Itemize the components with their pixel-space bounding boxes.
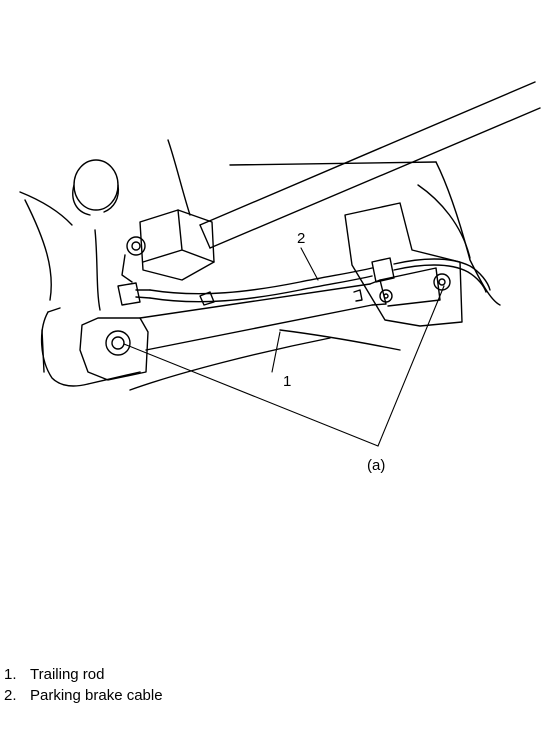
trailing-rod xyxy=(79,279,387,381)
legend-label: Trailing rod xyxy=(30,666,105,683)
legend-label: Parking brake cable xyxy=(30,687,163,704)
legend-item-2: 2. Parking brake cable xyxy=(4,685,163,706)
legend-number: 2. xyxy=(4,687,17,704)
mounting-bracket xyxy=(121,209,215,283)
leader-a-front xyxy=(123,343,379,447)
rubber-bumper xyxy=(72,159,120,216)
rear-knuckle xyxy=(40,307,141,387)
callout-1: 1 xyxy=(283,373,291,390)
rear-mounting-bracket xyxy=(344,202,463,327)
leader-a-rear xyxy=(377,285,445,447)
leader-1 xyxy=(271,331,281,373)
callout-2: 2 xyxy=(297,230,305,247)
callout-leaders xyxy=(123,247,445,447)
leader-2 xyxy=(300,247,319,281)
callout-a: (a) xyxy=(367,457,385,474)
parking-brake-cable xyxy=(117,257,491,306)
legend-item-1: 1. Trailing rod xyxy=(4,664,163,685)
trailing-rod-illustration: 2 1 (a) xyxy=(19,81,541,474)
legend: 1. Trailing rod 2. Parking brake cable xyxy=(4,664,163,706)
body-panel-outline xyxy=(19,139,501,391)
axle-housing xyxy=(199,81,541,249)
legend-number: 1. xyxy=(4,666,17,683)
